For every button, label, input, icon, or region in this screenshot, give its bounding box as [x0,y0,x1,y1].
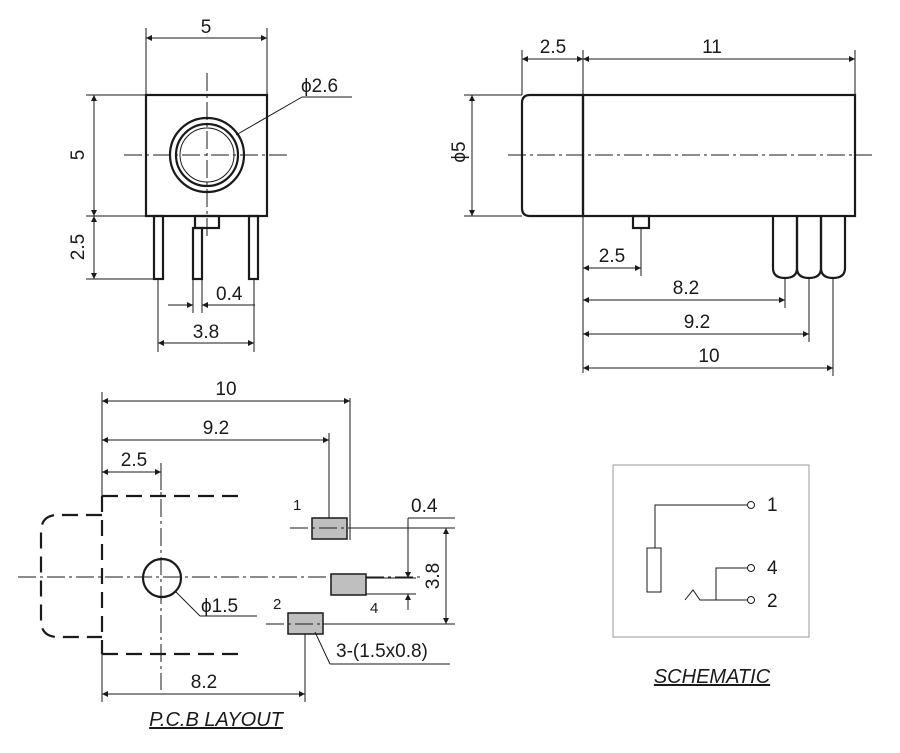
dim-pcb-pad-gap: 0.4 [411,496,438,517]
dim-front-pin-length: 2.5 [68,234,89,260]
dim-side-lug-offset: 2.5 [599,246,625,267]
dim-pcb-pad-span: 3.8 [423,563,444,589]
dim-side-pin1-distance: 8.2 [673,278,699,299]
schematic-pin-label-1: 1 [767,495,778,516]
dim-pcb-hole-diameter: ϕ1.5 [201,596,238,617]
schematic-frame [612,464,810,638]
pcb-mounting-hole [141,557,183,599]
front-pin-left [152,214,165,281]
pcb-layout-caption: P.C.B LAYOUT [149,709,285,731]
schematic-tip-contact [684,589,747,601]
front-pin-right [247,214,260,281]
schematic-pin-label-4: 4 [767,558,778,579]
dim-front-height: 5 [68,150,89,161]
pcb-pin-label-4: 4 [370,600,378,617]
dim-side-body-length: 11 [702,37,722,58]
schematic-switch-line [715,567,747,600]
schematic: 1 4 2 SCHEMATIC [612,464,810,688]
schematic-caption: SCHEMATIC [654,666,771,688]
dim-side-pin2-distance: 9.2 [684,312,710,333]
dim-pcb-hole-offset: 2.5 [121,450,147,471]
pcb-pad-4 [330,573,367,596]
front-lug [193,214,221,230]
dim-front-width: 5 [201,17,212,38]
dim-front-hole-diameter: ϕ2.6 [301,76,338,97]
pcb-pin-label-1: 1 [293,497,301,514]
schematic-sleeve-line [654,504,747,548]
side-lug [631,214,651,230]
front-pin-middle [191,226,204,281]
dim-pcb-pad-pin-distance: 8.2 [191,672,217,693]
dim-pcb-pin-a-distance: 9.2 [203,418,229,439]
front-view: 5 5 2.5 ϕ2.6 0.4 3.8 [68,17,352,352]
dim-side-head-length: 2.5 [540,37,566,58]
pcb-pin-label-2: 2 [273,596,281,613]
side-view: 2.5 11 ϕ5 2.5 8.2 9.2 10 [449,37,872,376]
schematic-sleeve-body [646,547,662,593]
schematic-terminal-1 [747,501,755,509]
side-head-outline [520,93,585,218]
schematic-terminal-2 [747,596,755,604]
side-pin-2 [795,216,823,280]
side-pin-1 [771,216,799,280]
dim-front-pin-spacing: 3.8 [193,322,219,343]
side-pin-3 [819,216,847,280]
schematic-pin-label-2: 2 [767,591,778,612]
pcb-head-outline [39,513,102,639]
schematic-terminal-4 [747,564,755,572]
dim-front-pin-width: 0.4 [216,284,243,305]
pcb-layout: 1 4 2 10 9.2 2.5 0.4 3.8 ϕ1.5 [18,379,455,731]
dim-pcb-pad-size: 3-(1.5x0.8) [336,641,428,662]
dim-side-pin3-distance: 10 [698,346,719,367]
dim-side-diameter: ϕ5 [449,141,470,162]
dim-pcb-total-length: 10 [215,379,236,400]
